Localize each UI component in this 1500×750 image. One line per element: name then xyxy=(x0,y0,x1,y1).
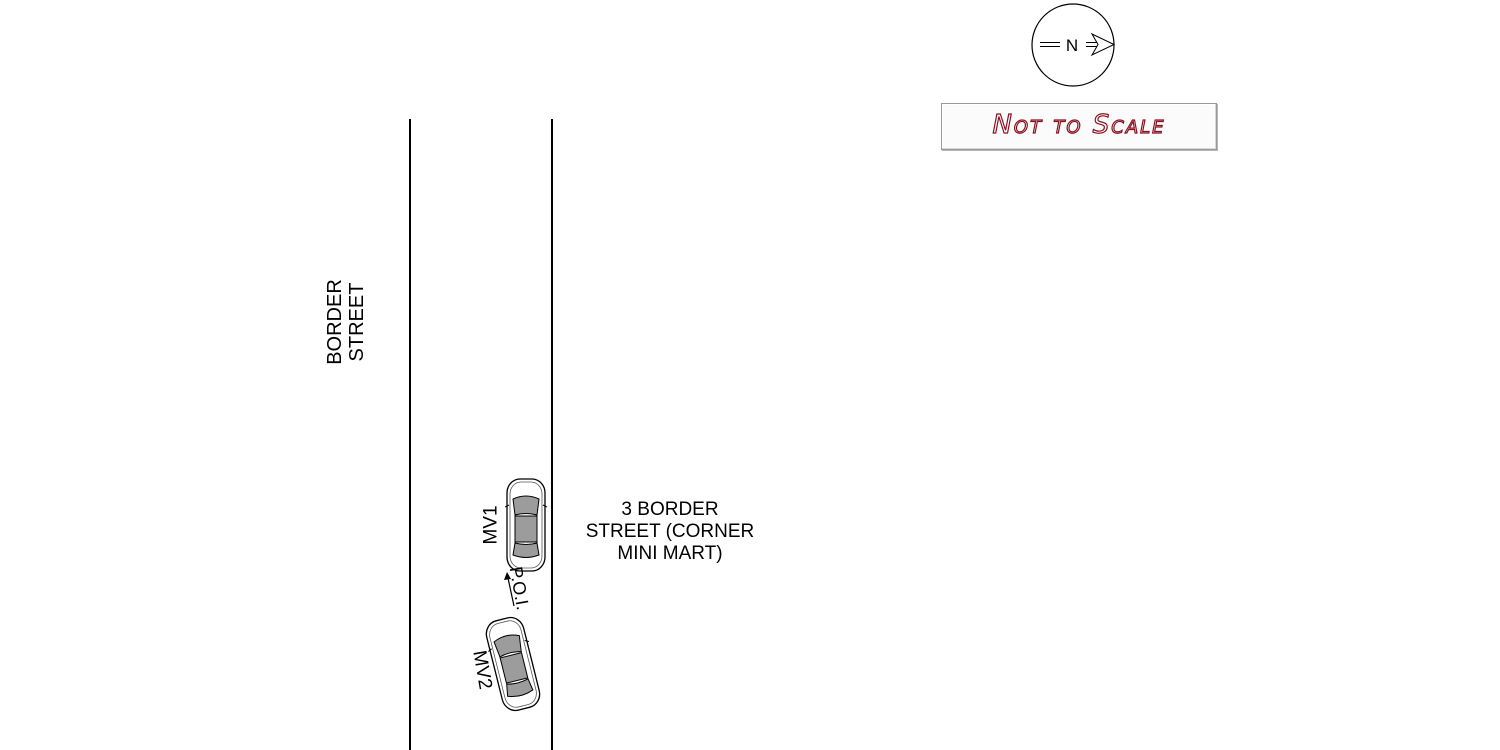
vehicle-mv1-label: MV1 xyxy=(480,505,502,545)
vehicle-mv2-car-icon xyxy=(485,616,541,712)
poi-arrow-icon xyxy=(504,572,515,607)
address-line2: STREET (CORNER xyxy=(585,521,755,542)
road-edge-right xyxy=(551,119,553,750)
scale-note-box: Not to Scale xyxy=(941,103,1217,150)
scale-note-text: Not to Scale xyxy=(992,109,1166,140)
address-label: 3 BORDER STREET (CORNER MINI MART) xyxy=(568,499,772,565)
vehicle-mv1-car-icon xyxy=(505,478,547,572)
street-name-label: BORDER STREET xyxy=(324,279,368,365)
street-name-line2: STREET xyxy=(346,282,368,362)
address-line1: 3 BORDER xyxy=(621,499,719,520)
address-line3: MINI MART) xyxy=(617,543,723,564)
north-arrow-icon: N xyxy=(1031,3,1116,87)
street-name-line1: BORDER xyxy=(324,279,346,365)
road-edge-left xyxy=(409,119,411,750)
compass-letter: N xyxy=(1066,36,1078,55)
